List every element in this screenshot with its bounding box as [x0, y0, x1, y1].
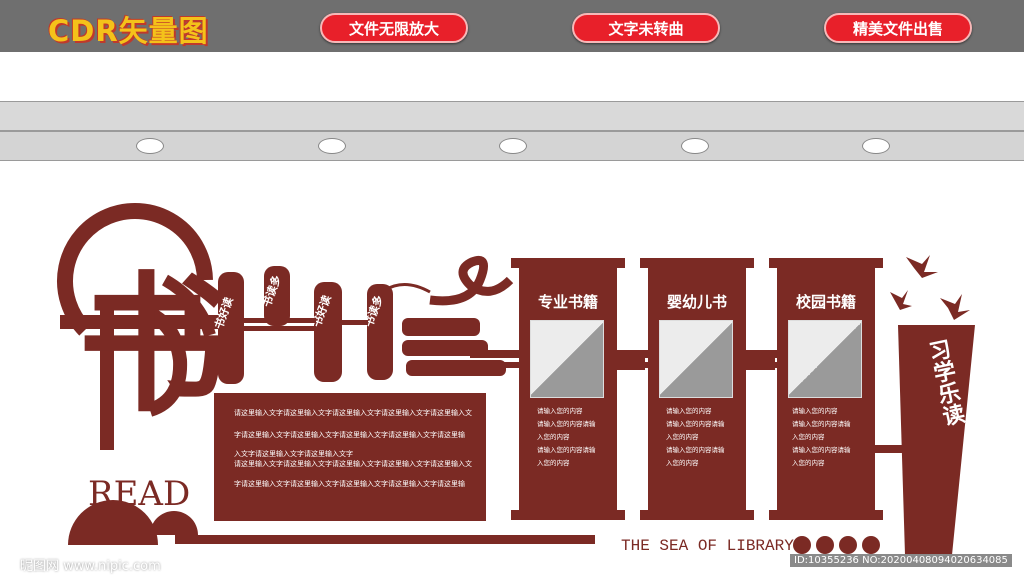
- cloud-swirl: [429, 256, 514, 306]
- ceiling-lamp: [681, 138, 709, 154]
- column-line: 入您的内容: [537, 433, 570, 441]
- watermark-left: 昵图网 www.nipic.com: [20, 559, 161, 574]
- scroll-tag: [314, 282, 342, 382]
- column-line: 请输入您的内容请输: [666, 446, 725, 454]
- column-line: 入您的内容: [666, 459, 699, 467]
- book-stack: [402, 340, 488, 356]
- column-line: 请输入您的内容请输: [537, 446, 596, 454]
- main-text-line: 请这里输入文字请这里输入文字请这里输入文字请这里输入文字请这里输入文: [234, 460, 472, 468]
- column-cap: [640, 258, 754, 268]
- dot-ornament: [816, 536, 834, 554]
- column-line: 入您的内容: [537, 459, 570, 467]
- bird-icon: [890, 290, 912, 310]
- column-cap: [769, 258, 883, 268]
- ceiling-lamp: [136, 138, 164, 154]
- image-placeholder[interactable]: [530, 320, 604, 398]
- column-line: 入您的内容: [792, 433, 825, 441]
- main-text-line: 请这里输入文字请这里输入文字请这里输入文字请这里输入文字请这里输入文: [234, 409, 472, 417]
- right-wedge-panel: [898, 325, 975, 555]
- column-title: 校园书籍: [795, 293, 856, 311]
- column-base: [640, 510, 754, 520]
- watermark-right: ID:10355236 NO:20200408094020634085: [790, 554, 1012, 567]
- scroll-tag: [367, 284, 393, 380]
- column-base: [511, 510, 625, 520]
- right-bar: [848, 445, 906, 453]
- column-line: 请输入您的内容请输: [537, 420, 596, 428]
- column-line: 请输入您的内容请输: [792, 420, 851, 428]
- main-text-board: [214, 393, 486, 521]
- scroll-connector: [244, 318, 316, 323]
- ground-line: [175, 535, 595, 544]
- footer-sea-of-library: THE SEA OF LIBRARY: [621, 537, 794, 555]
- dot-ornament: [793, 536, 811, 554]
- column-line: 入您的内容: [666, 433, 699, 441]
- ceiling-lamp: [499, 138, 527, 154]
- ceiling-rail-top: [0, 101, 1024, 131]
- bird-icon: [940, 294, 970, 320]
- column-line: 请输入您的内容请输: [792, 446, 851, 454]
- brush-curve: [137, 303, 188, 417]
- column-line: 请输入您的内容: [537, 407, 583, 415]
- brush-bar: [100, 300, 114, 450]
- bird-icon: [906, 255, 938, 278]
- scroll-tag: [218, 272, 244, 384]
- image-placeholder[interactable]: [659, 320, 733, 398]
- read-label: READ: [88, 474, 191, 514]
- book-stack: [402, 318, 480, 336]
- main-text-line: 入文字请这里输入文字请这里输入文字: [234, 450, 353, 458]
- calligraphy-book-char: 书: [78, 257, 229, 433]
- brush-curve: [161, 274, 216, 337]
- ceiling-lamp: [318, 138, 346, 154]
- book-stack: [406, 360, 506, 376]
- watermark-bar: 昵图网 www.nipic.com ID:10355236 NO:2020040…: [0, 551, 1024, 579]
- pill-files-for-sale[interactable]: 精美文件出售: [824, 13, 972, 43]
- column-line: 入您的内容: [792, 459, 825, 467]
- column-cap: [511, 258, 625, 268]
- scroll-connector: [244, 326, 316, 331]
- pill-text-not-outlined[interactable]: 文字未转曲: [572, 13, 720, 43]
- scroll-connector: [342, 320, 368, 325]
- half-circle-ornament: [68, 500, 158, 545]
- main-text-line: 字请这里输入文字请这里输入文字请这里输入文字请这里输入文字请这里输: [234, 431, 465, 439]
- half-circle-ornament: [150, 511, 198, 535]
- dot-ornament: [862, 536, 880, 554]
- dot-ornament: [839, 536, 857, 554]
- column-title: 专业书籍: [537, 293, 598, 311]
- main-text-line: 字请这里输入文字请这里输入文字请这里输入文字请这里输入文字请这里输: [234, 480, 465, 488]
- column-line: 请输入您的内容请输: [666, 420, 725, 428]
- column-base: [769, 510, 883, 520]
- column-line: 请输入您的内容: [666, 407, 712, 415]
- cdr-logo: CDR矢量图: [48, 14, 209, 48]
- image-placeholder[interactable]: [788, 320, 862, 398]
- scroll-tag: [264, 266, 290, 326]
- column-title: 婴幼儿书: [666, 293, 727, 311]
- ceiling-lamp: [862, 138, 890, 154]
- pill-unlimited-zoom[interactable]: 文件无限放大: [320, 13, 468, 43]
- column-line: 请输入您的内容: [792, 407, 838, 415]
- wall-artwork: [57, 203, 975, 555]
- ring-stroke: [57, 203, 213, 336]
